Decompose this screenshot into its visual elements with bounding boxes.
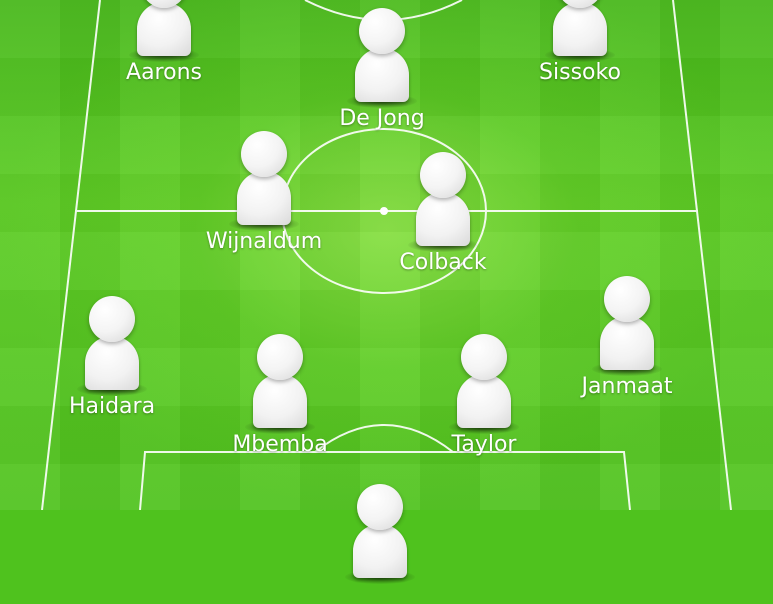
player-name: Aarons — [126, 60, 202, 85]
player-name: De Jong — [339, 106, 425, 131]
player-head-icon — [141, 0, 187, 8]
player-goalkeeper[interactable] — [310, 484, 450, 604]
player-name: Taylor — [451, 432, 517, 457]
penalty-box — [139, 451, 631, 510]
player-name: Mbemba — [232, 432, 328, 457]
right-touchline — [672, 0, 732, 510]
player-head-icon — [420, 152, 466, 198]
centre-spot — [380, 207, 388, 215]
left-touchline — [41, 0, 101, 510]
player-de-jong[interactable]: De Jong — [312, 8, 452, 131]
player-janmaat[interactable]: Janmaat — [557, 276, 697, 399]
player-head-icon — [557, 0, 603, 8]
player-head-icon — [89, 296, 135, 342]
player-body-icon — [253, 374, 307, 428]
player-body-icon — [600, 316, 654, 370]
player-name: Wijnaldum — [205, 229, 323, 254]
player-sissoko[interactable]: Sissoko — [510, 0, 650, 85]
player-body-icon — [457, 374, 511, 428]
player-name: Colback — [399, 250, 487, 275]
pitch-markings — [41, 0, 732, 510]
player-head-icon — [357, 484, 403, 530]
player-body-icon — [237, 171, 291, 225]
player-head-icon — [257, 334, 303, 380]
player-taylor[interactable]: Taylor — [414, 334, 554, 457]
player-body-icon — [137, 2, 191, 56]
player-mbemba[interactable]: Mbemba — [210, 334, 350, 457]
player-body-icon — [553, 2, 607, 56]
player-wijnaldum[interactable]: Wijnaldum — [194, 131, 334, 254]
player-head-icon — [604, 276, 650, 322]
penalty-arc — [314, 424, 454, 453]
player-aarons[interactable]: Aarons — [94, 0, 234, 85]
player-body-icon — [355, 48, 409, 102]
player-head-icon — [359, 8, 405, 54]
player-name: Haidara — [68, 394, 156, 419]
player-name: Sissoko — [539, 60, 621, 85]
player-body-icon — [353, 524, 407, 578]
player-haidara[interactable]: Haidara — [42, 296, 182, 419]
player-body-icon — [416, 192, 470, 246]
football-pitch: Aarons Sissoko De Jong Wijnaldum Colback… — [0, 0, 773, 584]
player-name: Janmaat — [581, 374, 673, 399]
player-body-icon — [85, 336, 139, 390]
player-head-icon — [241, 131, 287, 177]
player-colback[interactable]: Colback — [373, 152, 513, 275]
player-head-icon — [461, 334, 507, 380]
